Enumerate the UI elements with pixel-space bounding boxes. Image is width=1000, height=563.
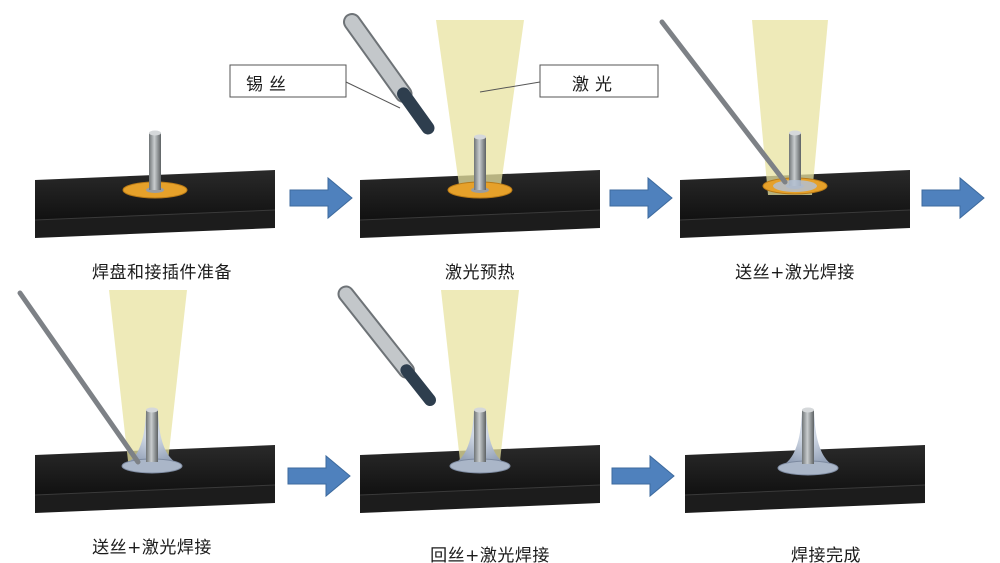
- board-front: [685, 485, 925, 513]
- wire-nozzle: [345, 15, 411, 101]
- callout-wire-leader: [345, 81, 401, 109]
- callout-wire-box: [229, 64, 347, 98]
- solder-wire-feeder: [343, 13, 435, 135]
- pin-top: [474, 134, 486, 140]
- right-arrow-icon: [289, 176, 353, 220]
- connector-pin: [474, 137, 486, 190]
- board-front: [680, 210, 910, 238]
- board-edge: [684, 484, 926, 496]
- pin-top: [146, 407, 158, 413]
- step-caption: 送丝+激光焊接: [735, 263, 855, 283]
- step-caption: 回丝+激光焊接: [430, 546, 550, 563]
- right-arrow-icon: [287, 454, 351, 498]
- board-edge: [679, 209, 911, 221]
- callout-wire-label: 锡丝: [246, 75, 292, 95]
- connector-pin: [149, 133, 161, 190]
- board-edge: [359, 484, 601, 496]
- pin-top: [474, 407, 486, 413]
- step-caption: 焊盘和接插件准备: [92, 263, 232, 283]
- solder-wire-feeder: [337, 285, 436, 406]
- step-caption: 激光预热: [445, 263, 515, 283]
- connector-pin: [789, 133, 801, 186]
- board-front: [35, 485, 275, 513]
- board-front: [360, 210, 600, 238]
- wire-tip: [400, 364, 436, 406]
- molten-solder: [773, 180, 817, 192]
- laser-beam: [441, 290, 519, 470]
- callout-wire: [229, 64, 401, 109]
- right-arrow-icon: [609, 176, 673, 220]
- right-arrow-icon: [611, 454, 675, 498]
- wire-nozzle: [339, 287, 413, 377]
- callout-laser-leader: [479, 81, 541, 93]
- callout-laser: [479, 64, 659, 98]
- step-caption: 焊接完成: [791, 546, 861, 563]
- board-edge: [34, 484, 276, 496]
- board-front: [360, 485, 600, 513]
- solder-wire: [17, 290, 141, 465]
- board-edge: [34, 209, 276, 221]
- laser-beam: [752, 20, 828, 195]
- right-arrow-icon: [921, 176, 985, 220]
- connector-pin: [474, 410, 486, 462]
- callout-laser-box: [539, 64, 659, 98]
- connector-pin: [146, 410, 158, 462]
- wire-tip: [397, 87, 435, 135]
- board-edge: [359, 209, 601, 221]
- callout-laser-label: 激光: [572, 75, 618, 95]
- board-front: [35, 210, 275, 238]
- step-caption: 送丝+激光焊接: [92, 538, 212, 558]
- laser-beam: [436, 20, 524, 192]
- pin-top: [149, 130, 161, 136]
- laser-beam: [109, 290, 187, 470]
- solder-wire: [659, 19, 788, 185]
- pin-top: [802, 407, 814, 413]
- connector-pin: [802, 410, 814, 464]
- pin-top: [789, 130, 801, 136]
